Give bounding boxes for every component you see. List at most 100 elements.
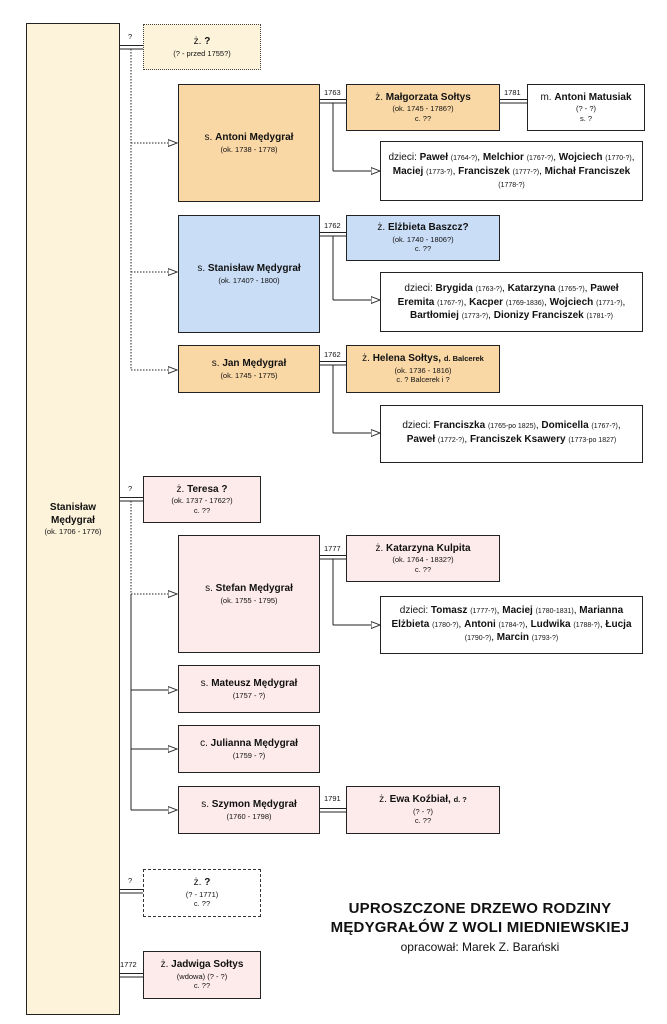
child-antoni-dates: (ok. 1738 - 1778) bbox=[220, 144, 278, 154]
grandchild-name: Franciszka bbox=[433, 420, 486, 431]
grandchild-name: Brygida bbox=[435, 283, 473, 294]
second-husband-box[interactable]: m. Antoni Matusiak (? - ?) s. ? bbox=[527, 84, 645, 131]
child-stanislaw-box[interactable]: s. Stanisław Mędygrał (ok. 1740? - 1800) bbox=[178, 215, 320, 333]
spouse-4-prefix: ż. bbox=[375, 542, 384, 554]
list-separator: , bbox=[553, 152, 556, 163]
grandchild-name: Maciej bbox=[502, 605, 533, 616]
spouse-2-name: Elżbieta Baszcz? bbox=[387, 222, 469, 234]
spouse-helena-box[interactable]: ż. Helena Sołtys, d. Balcerek (ok. 1736 … bbox=[346, 345, 500, 393]
second-husband-dates: (? - ?) bbox=[575, 104, 596, 114]
grandchild-name: Paweł bbox=[406, 433, 436, 445]
list-separator: , bbox=[525, 618, 528, 630]
grandchild-dates: (1769-1836) bbox=[505, 299, 544, 307]
spouse-1-dates: (ok. 1745 - 1786?) bbox=[392, 104, 454, 114]
wife-4-extra: c. ?? bbox=[193, 981, 211, 991]
grandchild-dates: (1767-?) bbox=[437, 299, 464, 307]
grandchild-dates: (1778-?) bbox=[498, 182, 525, 189]
wife-2-extra: c. ?? bbox=[193, 505, 211, 515]
grandchild-dates: (1767-?) bbox=[591, 423, 618, 430]
child-jan-prefix: s. bbox=[211, 358, 220, 370]
grandchild-dates: (1777-?) bbox=[470, 608, 497, 615]
wife-1-dates: (? - przed 1755?) bbox=[173, 48, 231, 58]
wife-2-dates: (ok. 1737 - 1762?) bbox=[171, 496, 233, 506]
grandchild-name: Katarzyna bbox=[507, 283, 556, 294]
title-credit: opracował: Marek Z. Barański bbox=[400, 939, 560, 954]
wife-2-box[interactable]: ż. Teresa ? (ok. 1737 - 1762?) c. ?? bbox=[143, 476, 261, 523]
wife-4-box[interactable]: ż. Jadwiga Sołtys (wdowa) (? - ?) c. ?? bbox=[143, 951, 261, 999]
grandchild-dates: (1763-?) bbox=[475, 286, 503, 293]
wife-3-box[interactable]: ż. ? (? - 1771) c. ?? bbox=[143, 869, 261, 917]
wife-2-marriage-year: ? bbox=[128, 484, 133, 493]
grandchild-name: Michał Franciszek bbox=[544, 165, 631, 177]
spouse-3-note: d. Balcerek bbox=[443, 354, 484, 364]
child-mateusz-box[interactable]: s. Mateusz Mędygrał (1757 - ?) bbox=[178, 665, 320, 713]
wife-3-name: ? bbox=[204, 877, 211, 889]
root-person-box[interactable]: Stanisław Mędygrał (ok. 1706 - 1776) bbox=[26, 23, 120, 1015]
grandchild-name: Franciszek Ksawery bbox=[469, 433, 566, 445]
spouse-3-marriage-year: 1762 bbox=[324, 350, 341, 359]
children-list-stanislaw[interactable]: dzieci: Brygida (1763-?), Katarzyna (176… bbox=[380, 272, 643, 332]
spouse-3-dates: (ok. 1736 - 1816) bbox=[394, 365, 452, 375]
child-antoni-prefix: s. bbox=[204, 132, 213, 144]
child-julianna-box[interactable]: c. Julianna Mędygrał (1759 - ?) bbox=[178, 725, 320, 773]
wife-4-dates: (wdowa) (? - ?) bbox=[176, 971, 228, 981]
spouse-1-extra: c. ?? bbox=[414, 113, 432, 123]
child-szymon-dates: (1760 - 1798) bbox=[226, 811, 272, 821]
child-stefan-prefix: s. bbox=[205, 583, 213, 595]
spouse-ewa-box[interactable]: ż. Ewa Koźbiał, d. ? (? - ?) c. ?? bbox=[346, 786, 500, 834]
wife-4-prefix: ż. bbox=[160, 959, 169, 971]
list-separator: , bbox=[464, 433, 468, 445]
grandchild-name: Domicella bbox=[541, 420, 589, 431]
child-szymon-name: Szymon Mędygrał bbox=[211, 799, 297, 811]
child-antoni-name: Antoni Mędygrał bbox=[215, 132, 294, 144]
list-separator: , bbox=[617, 420, 621, 431]
spouse-2-extra: c. ?? bbox=[414, 244, 432, 254]
child-antoni-box[interactable]: s. Antoni Mędygrał (ok. 1738 - 1778) bbox=[178, 84, 320, 202]
spouse-malgorzata-box[interactable]: ż. Małgorzata Sołtys (ok. 1745 - 1786?) … bbox=[346, 84, 500, 131]
list-separator: , bbox=[631, 152, 635, 163]
spouse-elzbieta-box[interactable]: ż. Elżbieta Baszcz? (ok. 1740 - 1806?) c… bbox=[346, 215, 500, 261]
second-husband-name: Antoni Matusiak bbox=[554, 91, 632, 103]
wife-3-extra: c. ?? bbox=[193, 899, 211, 909]
grandchild-dates: (1788-?) bbox=[573, 621, 600, 629]
child-stefan-dates: (ok. 1755 - 1795) bbox=[220, 595, 278, 605]
child-jan-box[interactable]: s. Jan Mędygrał (ok. 1745 - 1775) bbox=[178, 345, 320, 393]
chart-title-block: UPROSZCZONE DRZEWO RODZINY MĘDYGRAŁÓW Z … bbox=[300, 900, 660, 954]
children-list-stefan[interactable]: dzieci: Tomasz (1777-?), Maciej (1780-18… bbox=[380, 596, 643, 654]
grandchild-dates: (1780-?) bbox=[432, 621, 459, 629]
grandchild-name: Tomasz bbox=[430, 605, 468, 616]
grandchild-name: Franciszek bbox=[458, 165, 510, 177]
list-separator: , bbox=[463, 296, 467, 308]
grandchild-name: Paweł Eremita bbox=[397, 283, 619, 308]
list-separator: , bbox=[573, 605, 577, 616]
grandchild-dates: (1780-1831) bbox=[535, 608, 574, 615]
child-mateusz-dates: (1757 - ?) bbox=[232, 690, 266, 700]
second-husband-prefix: m. bbox=[540, 91, 552, 103]
grandchild-name: Maciej bbox=[392, 165, 424, 177]
grandchild-dates: (1773-?) bbox=[426, 168, 453, 176]
grandchild-dates: (1784-?) bbox=[498, 621, 525, 629]
spouse-katarzyna-box[interactable]: ż. Katarzyna Kulpita (ok. 1764 - 1832?) … bbox=[346, 535, 500, 582]
child-mateusz-name: Mateusz Mędygrał bbox=[211, 678, 298, 690]
child-stefan-box[interactable]: s. Stefan Mędygrał (ok. 1755 - 1795) bbox=[178, 535, 320, 653]
spouse-5-prefix: ż. bbox=[379, 794, 387, 806]
wife-1-box[interactable]: ż. ? (? - przed 1755?) bbox=[143, 24, 261, 70]
spouse-3-name: Helena Sołtys, bbox=[372, 353, 442, 365]
spouse-2-prefix: ż. bbox=[377, 222, 386, 234]
grandchild-name: Antoni bbox=[464, 618, 496, 630]
child-stanislaw-prefix: s. bbox=[197, 263, 206, 275]
spouse-4-marriage-year: 1777 bbox=[324, 544, 341, 553]
list-separator: , bbox=[539, 165, 542, 177]
children-list-jan[interactable]: dzieci: Franciszka (1765-po 1825), Domic… bbox=[380, 405, 643, 463]
children-list-antoni[interactable]: dzieci: Paweł (1764-?), Melchior (1767-?… bbox=[380, 141, 643, 201]
child-szymon-box[interactable]: s. Szymon Mędygrał (1760 - 1798) bbox=[178, 786, 320, 834]
spouse-2-marriage-year: 1762 bbox=[324, 221, 341, 230]
grandchild-dates: (1773-?) bbox=[461, 313, 489, 320]
spouse-3-prefix: ż. bbox=[362, 353, 370, 365]
child-stanislaw-name: Stanisław Mędygrał bbox=[207, 263, 301, 275]
grandchild-dates: (1790-?) bbox=[464, 635, 492, 642]
wife-1-name: ? bbox=[204, 36, 211, 48]
grandchild-dates: (1793-?) bbox=[531, 635, 559, 642]
spouse-4-dates: (ok. 1764 - 1832?) bbox=[392, 555, 454, 565]
